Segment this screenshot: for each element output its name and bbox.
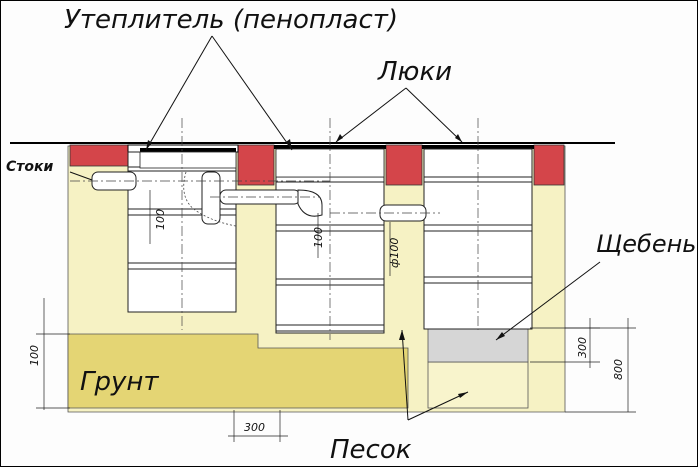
sand-label: Песок bbox=[330, 435, 412, 465]
dim-gravel-height: 300 bbox=[576, 337, 589, 358]
arrow-heads bbox=[146, 134, 505, 398]
brick-block-3 bbox=[385, 144, 423, 186]
curved-pipe bbox=[183, 171, 237, 227]
brick-block-2 bbox=[237, 144, 275, 186]
hatch-2 bbox=[274, 145, 386, 149]
dim-ring-height-2: 100 bbox=[312, 227, 325, 248]
hatches-label: Люки bbox=[377, 57, 452, 87]
soil-label: Грунт bbox=[80, 367, 159, 397]
brick-block-4 bbox=[533, 144, 565, 186]
dimension-lines bbox=[36, 190, 636, 442]
dim-bottom-width: 300 bbox=[244, 421, 265, 434]
gravel-layer bbox=[427, 327, 529, 363]
insulation-label: Утеплитель (пенопласт) bbox=[64, 5, 398, 35]
dim-ring-height-1: 100 bbox=[154, 209, 167, 230]
dim-pipe-diameter: ф100 bbox=[388, 238, 401, 268]
bend-pipe bbox=[297, 189, 323, 217]
dim-base-left: 100 bbox=[28, 345, 41, 366]
hatch-3 bbox=[422, 145, 534, 149]
brick-block-1 bbox=[69, 144, 129, 167]
brick-blocks bbox=[69, 144, 565, 186]
dim-total-height: 800 bbox=[612, 359, 625, 380]
gravel-label: Щебень bbox=[596, 230, 696, 258]
hatch-1-cover bbox=[140, 148, 236, 152]
center-lines bbox=[70, 118, 479, 340]
leader-lines bbox=[69, 35, 601, 421]
insulation-block-1 bbox=[139, 151, 237, 169]
sand-under-ring bbox=[427, 361, 529, 409]
drains-label: Стоки bbox=[6, 159, 54, 175]
